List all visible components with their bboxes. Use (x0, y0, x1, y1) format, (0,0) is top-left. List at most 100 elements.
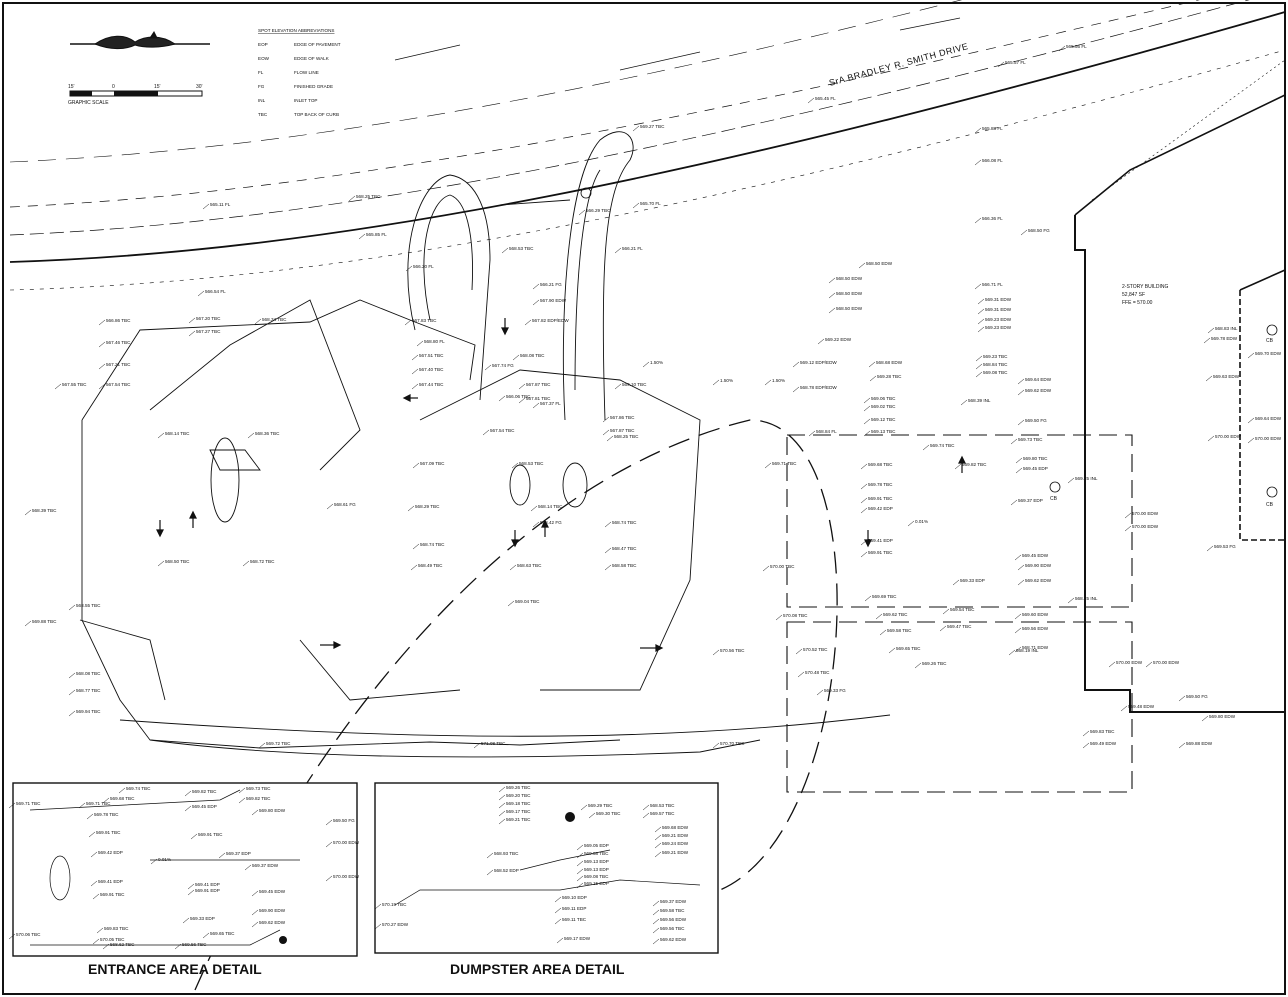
spot-elevation-label: 567.44 TBC (419, 382, 444, 387)
leader-line (1207, 435, 1215, 442)
leader-line (484, 364, 492, 371)
legend-code: FL (258, 70, 264, 75)
leader-line (1014, 646, 1022, 653)
entrance-spot-label: 569.33 EDP (190, 916, 215, 921)
leader-line (642, 812, 650, 819)
entrance-spot-label: 570.00 EDW (333, 840, 360, 845)
entrance-spot-label: 0.01% (158, 857, 171, 862)
leader-line (580, 804, 588, 811)
dumpster-spot-label: 569.30 TBC (596, 811, 621, 816)
spot-elevation-label: 568.14 TBC (165, 431, 190, 436)
spot-elevation-label: 569.23 TBC (983, 354, 1008, 359)
leader-line (24, 620, 32, 627)
spot-elevation-label: 570.56 TBC (720, 648, 745, 653)
spot-elevation-label: 569.31 EDW (985, 297, 1012, 302)
spot-elevation-label: 569.28 TBC (877, 374, 902, 379)
spot-elevation-label: 569.22 EDW (825, 337, 852, 342)
spot-elevation-label: 1.50% (772, 378, 785, 383)
spot-elevation-label: 570.08 TBC (783, 613, 808, 618)
dumpster-spot-label: 570.27 EDW (382, 922, 409, 927)
leader-line (907, 520, 915, 527)
leader-line (863, 405, 871, 412)
spot-elevation-label: 568.61 FG (334, 502, 356, 507)
leader-line (1201, 715, 1209, 722)
spot-elevation-label: 569.45 EDP (1023, 466, 1048, 471)
spot-elevation-label: 568.68 EDW (876, 360, 903, 365)
spot-elevation-label: 568.50 EDW (836, 291, 863, 296)
leader-line (1058, 45, 1066, 52)
spot-elevation-label: 565.56 FL (1066, 44, 1087, 49)
spot-elevation-label: 568.39 TBC (32, 508, 57, 513)
spot-elevation-label: 570.00 TBC (770, 564, 795, 569)
leader-line (258, 742, 266, 749)
spot-elevation-label: 569.50 FG (1186, 694, 1208, 699)
leader-line (416, 340, 424, 347)
spot-elevation-label: 569.23 EDW (985, 325, 1012, 330)
dumpster-spot-label: 569.58 TBC (584, 851, 609, 856)
leader-line (1017, 389, 1025, 396)
leader-line (532, 402, 540, 409)
entrance-spot-label: 569.50 FG (333, 818, 355, 823)
spot-elevation-label: 569.83 TBC (1090, 729, 1115, 734)
leader-line (554, 918, 562, 925)
leader-line (863, 418, 871, 425)
spot-elevation-label: 1.50% (650, 360, 663, 365)
spot-elevation-label: 567.82 EDP/EDW (532, 318, 569, 323)
spot-elevation-label: 568.08 TBC (76, 671, 101, 676)
spot-elevation-label: 569.12 TBC (871, 417, 896, 422)
dumpster-spot-label: 568.53 TBC (650, 803, 675, 808)
legend-code: INL (258, 98, 266, 103)
spot-elevation-label: 570.52 TBC (803, 647, 828, 652)
spot-elevation-label: 567.81 TBC (526, 396, 551, 401)
leader-line (712, 649, 720, 656)
leader-line (184, 805, 192, 812)
leader-line (190, 833, 198, 840)
leader-line (654, 834, 662, 841)
leader-line (576, 868, 584, 875)
leader-line (974, 283, 982, 290)
leader-line (182, 917, 190, 924)
spot-elevation-label: 569.65 TBC (896, 646, 921, 651)
dumpster-spot-label: 569.05 EDP (584, 843, 609, 848)
legend-heading: SPOT ELEVATION ABBREVIATIONS (258, 28, 335, 33)
leader-line (1145, 661, 1153, 668)
leader-line (1203, 337, 1211, 344)
spot-elevation-label: 568.80 FL (424, 339, 445, 344)
spot-elevation-label: 568.53 TBC (519, 461, 544, 466)
spot-elevation-label: 571.08 TBC (481, 741, 506, 746)
spot-elevation-label: 568.50 EDW (866, 261, 893, 266)
dumpster-spot-label: 569.68 EDW (662, 825, 689, 830)
dumpster-spot-label: 569.56 TBC (660, 926, 685, 931)
spot-elevation-label: 569.48 EDW (1128, 704, 1155, 709)
legend-desc: INLET TOP (294, 98, 318, 103)
leader-line (642, 361, 650, 368)
dumpster-spot-label: 569.56 EDW (660, 917, 687, 922)
spot-elevation-label: 569.72 TBC (266, 741, 291, 746)
spot-elevation-label: 569.62 TBC (883, 612, 908, 617)
leader-line (411, 354, 419, 361)
leader-line (652, 909, 660, 916)
dumpster-spot-label: 569.24 EDW (662, 841, 689, 846)
spot-elevation-label: 567.21 TBC (106, 362, 131, 367)
leader-line (974, 127, 982, 134)
leader-line (654, 842, 662, 849)
leader-line (251, 809, 259, 816)
leader-line (1017, 378, 1025, 385)
leader-line (764, 462, 772, 469)
leader-line (8, 933, 16, 940)
spot-elevation-label: 567.51 TBC (419, 353, 444, 358)
leader-line (556, 937, 564, 944)
leader-line (868, 361, 876, 368)
leader-line (997, 61, 1005, 68)
entrance-spot-label: 569.90 EDW (259, 908, 286, 913)
leader-line (960, 399, 968, 406)
leader-line (254, 318, 262, 325)
leader-line (914, 662, 922, 669)
leader-line (197, 290, 205, 297)
leader-line (54, 383, 62, 390)
spot-elevation-label: 569.64 EDW (1025, 377, 1052, 382)
spot-elevation-label: 567.54 TBC (490, 428, 515, 433)
entrance-detail-title: ENTRANCE AREA DETAIL (88, 961, 262, 977)
leader-line (828, 277, 836, 284)
inlet-label: CB (1266, 338, 1274, 344)
